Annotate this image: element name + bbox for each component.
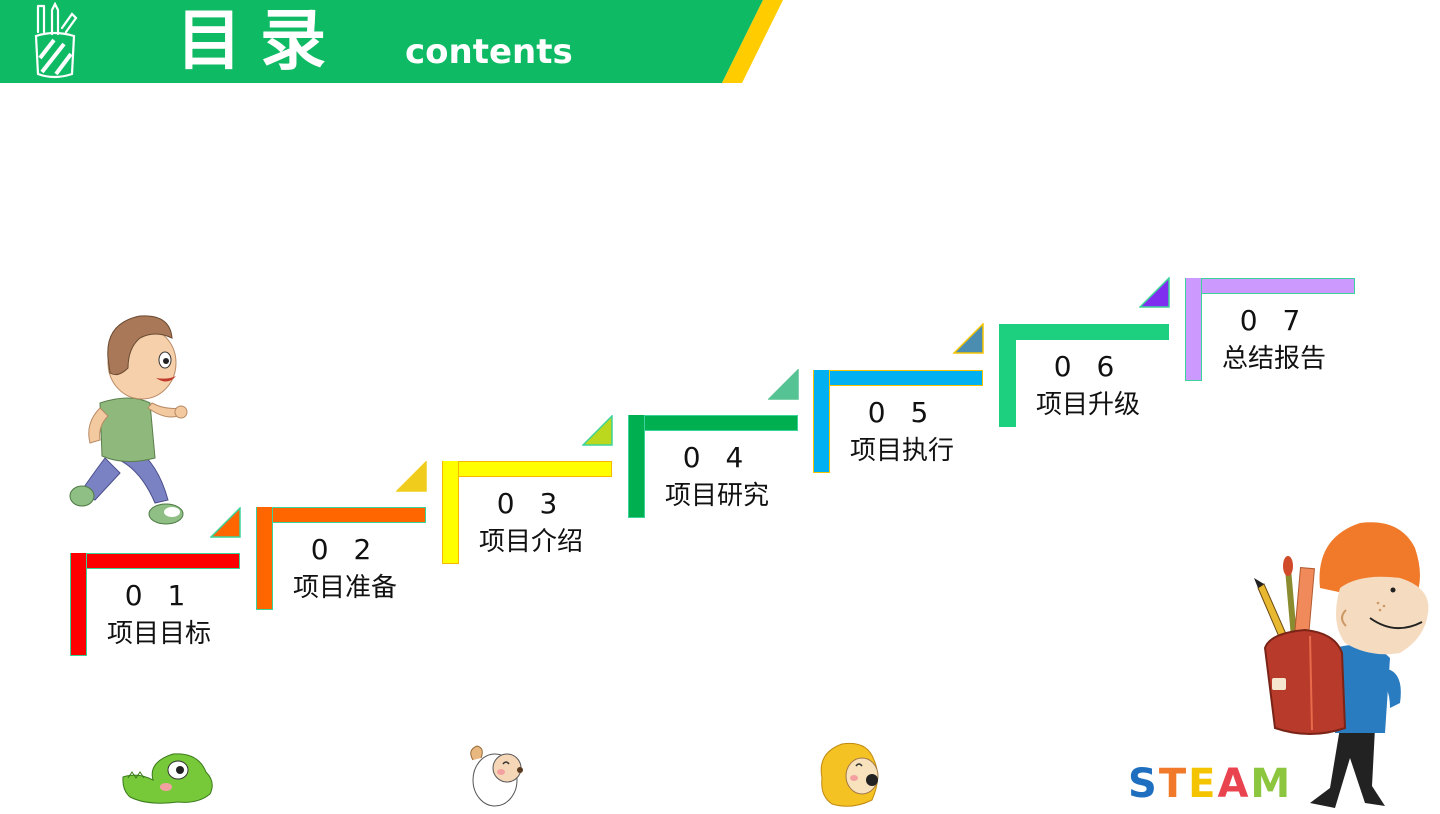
step-number: 0 7	[1239, 304, 1309, 337]
step-bar-corner	[71, 554, 86, 569]
triangle-marker-icon	[210, 507, 241, 538]
step-bar-horizontal	[70, 553, 240, 569]
backpack-boy-illustration	[1250, 518, 1440, 810]
step-bar-vertical	[628, 415, 645, 518]
triangle-marker-icon	[1139, 277, 1170, 308]
step-number: 0 2	[310, 533, 380, 566]
triangle-marker-icon	[953, 323, 984, 354]
step-bar-horizontal	[1185, 278, 1355, 294]
toc-step-02[interactable]: 0 2 项目准备	[256, 507, 428, 611]
step-bar-corner	[1186, 279, 1201, 294]
step-bar-vertical	[442, 461, 459, 564]
running-boy-illustration	[60, 308, 195, 536]
step-label: 项目升级	[1035, 390, 1140, 420]
triangle-marker-icon	[582, 415, 613, 446]
steam-letter: E	[1188, 761, 1216, 807]
step-number: 0 5	[867, 396, 937, 429]
toc-step-03[interactable]: 0 3 项目介绍	[442, 461, 614, 565]
step-bar-horizontal	[256, 507, 426, 523]
step-label: 项目执行	[849, 436, 954, 466]
step-label: 总结报告	[1221, 344, 1326, 374]
step-bar-horizontal	[813, 370, 983, 386]
header-shape	[0, 0, 783, 83]
step-label: 项目目标	[106, 619, 211, 649]
steam-letter: M	[1250, 761, 1291, 807]
step-number: 0 3	[496, 487, 566, 520]
step-bar-vertical	[70, 553, 87, 656]
steam-letter: A	[1217, 761, 1249, 807]
step-bar-vertical	[1185, 278, 1202, 381]
toc-step-06[interactable]: 0 6 项目升级	[999, 324, 1171, 428]
step-bar-corner	[443, 462, 458, 477]
sheep-illustration	[465, 738, 531, 810]
toc-step-07[interactable]: 0 7 总结报告	[1185, 278, 1357, 382]
step-label: 项目准备	[292, 573, 397, 603]
step-bar-vertical	[999, 324, 1016, 427]
triangle-marker-icon	[396, 461, 427, 492]
step-number: 0 1	[124, 579, 194, 612]
step-bar-corner	[257, 508, 272, 523]
triangle-marker-icon	[768, 369, 799, 400]
steam-letter: T	[1158, 761, 1187, 807]
step-bar-corner	[814, 371, 829, 386]
step-bar-corner	[629, 416, 644, 431]
step-bar-horizontal	[442, 461, 612, 477]
page-subtitle: contents	[405, 32, 573, 72]
header-banner: 目录 contents	[0, 0, 800, 83]
steam-letter: S	[1128, 761, 1157, 807]
step-label: 项目研究	[664, 481, 769, 511]
toc-step-01[interactable]: 0 1 项目目标	[70, 553, 242, 657]
step-number: 0 6	[1053, 350, 1123, 383]
page-title: 目录	[176, 2, 344, 79]
toc-step-04[interactable]: 0 4 项目研究	[628, 415, 800, 519]
crocodile-illustration	[118, 742, 218, 808]
lion-illustration	[812, 738, 892, 810]
step-bar-corner	[1000, 325, 1015, 340]
step-bar-horizontal	[999, 324, 1169, 340]
toc-step-05[interactable]: 0 5 项目执行	[813, 370, 985, 474]
steam-logo: S T E A M	[1128, 764, 1290, 804]
step-bar-vertical	[256, 507, 273, 610]
pen-cup-icon	[28, 2, 80, 80]
step-number: 0 4	[682, 441, 752, 474]
step-bar-vertical	[813, 370, 830, 473]
step-label: 项目介绍	[478, 527, 583, 557]
step-bar-horizontal	[628, 415, 798, 431]
